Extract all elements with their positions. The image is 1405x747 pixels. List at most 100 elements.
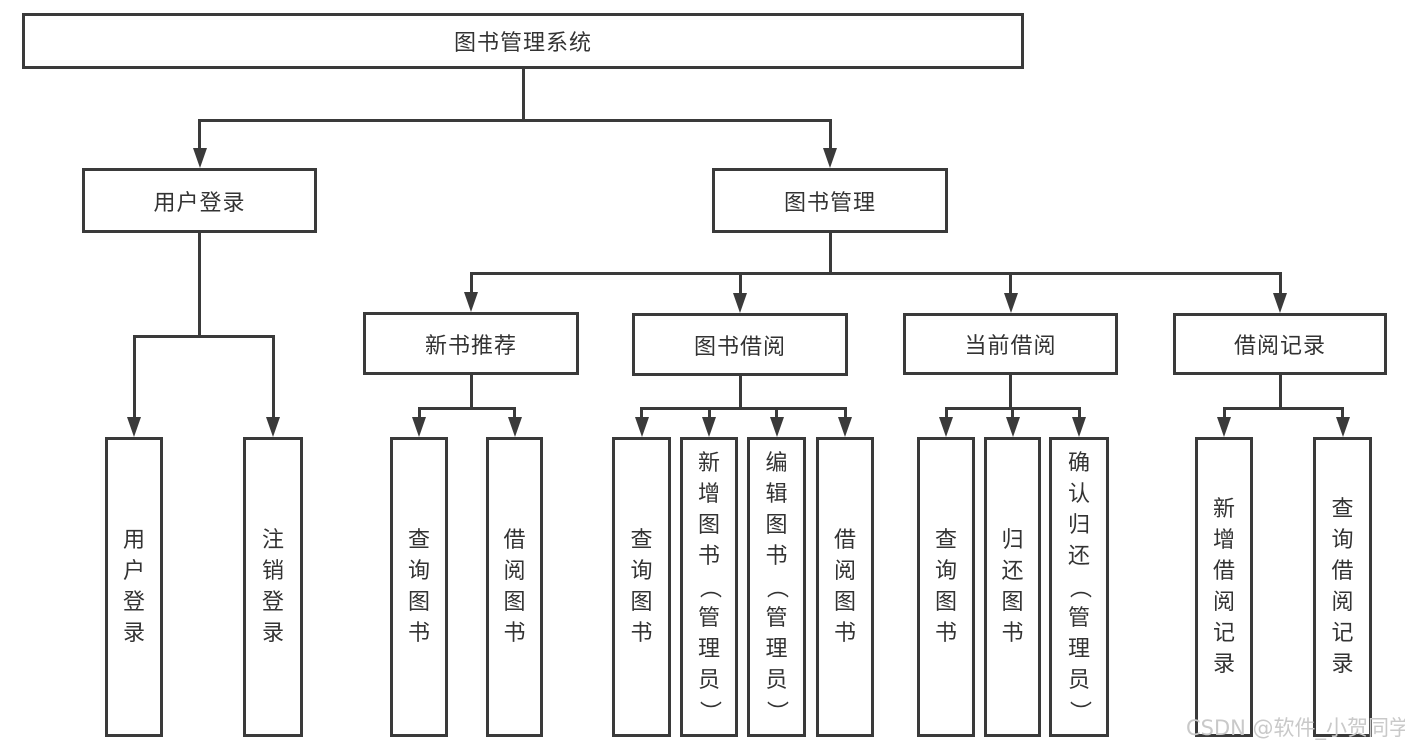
node-label-char: 阅	[1212, 590, 1235, 615]
arrowhead-down-icon	[939, 417, 953, 437]
connector-branch	[417, 407, 516, 410]
connector-drop	[132, 335, 136, 419]
node-label-char: 书	[503, 621, 526, 646]
arrowhead-down-icon	[1217, 417, 1231, 437]
node-label-char: 录	[261, 621, 284, 646]
node-label-char: 书	[630, 621, 653, 646]
connector-drop	[513, 407, 516, 419]
node-leaf-logout: 注销登录	[243, 437, 303, 737]
arrowhead-down-icon	[192, 148, 207, 168]
node-label-char: 图	[833, 590, 856, 615]
node-label-char: 理	[697, 636, 720, 662]
node-label-char: 归	[1067, 512, 1090, 538]
arrowhead-down-icon	[412, 417, 426, 437]
node-label-char: 询	[630, 559, 653, 584]
node-label-char: 员	[1067, 667, 1090, 693]
connector-drop	[1009, 272, 1012, 295]
connector-branch	[469, 272, 1282, 275]
node-label-char: 管	[1067, 605, 1090, 631]
node-label-char: 查	[934, 528, 957, 553]
connector-stem	[521, 69, 525, 122]
connector-stem	[1278, 375, 1282, 410]
node-label-char: 登	[261, 590, 284, 615]
arrowhead-down-icon	[1003, 293, 1018, 313]
arrowhead-down-icon	[464, 292, 478, 312]
node-label-char: 记	[1331, 621, 1354, 646]
node-label-char: ）	[1066, 699, 1092, 723]
arrowhead-down-icon	[127, 417, 141, 437]
node-label-char: 借	[503, 528, 526, 553]
node-label-char: 图	[697, 512, 720, 538]
arrowhead-down-icon	[1005, 417, 1020, 437]
connector-stem	[198, 233, 201, 338]
node-label-char: （	[696, 575, 722, 599]
node-leaf-return-book: 归还图书	[984, 437, 1041, 737]
node-label-char: 记	[1212, 621, 1235, 646]
connector-drop	[944, 407, 948, 419]
node-label-char: 查	[630, 528, 653, 553]
node-label-char: 阅	[1331, 590, 1354, 615]
node-leaf-add-borrow-record: 新增借阅记录	[1195, 437, 1253, 737]
node-label-char: 借	[1331, 559, 1354, 584]
node-leaf-query-book-3: 查询图书	[917, 437, 975, 737]
node-label-char: 图	[765, 512, 788, 538]
node-label-char: 户	[122, 559, 145, 584]
arrowhead-down-icon	[838, 417, 852, 437]
node-label-char: 员	[697, 667, 720, 693]
node-label-char: 增	[697, 481, 720, 507]
node-label-char: 询	[934, 559, 957, 584]
arrowhead-down-icon	[507, 417, 522, 437]
node-label-char: 辑	[765, 481, 788, 507]
node-label-char: 录	[1331, 652, 1354, 677]
connector-drop	[738, 272, 742, 295]
node-borrowing-records: 借阅记录	[1173, 313, 1387, 375]
connector-drop	[469, 272, 473, 294]
connector-drop	[1077, 407, 1081, 419]
node-leaf-borrow-book-1: 借阅图书	[486, 437, 543, 737]
node-label-char: 借	[1212, 559, 1235, 584]
connector-stem	[1009, 375, 1012, 410]
node-label: 图书管理	[783, 190, 876, 216]
arrowhead-down-icon	[823, 148, 837, 168]
connector-drop	[640, 407, 643, 419]
connector-branch	[132, 335, 275, 338]
connector-stem	[469, 375, 473, 410]
connector-drop	[707, 407, 711, 419]
node-label-char: （	[763, 575, 789, 599]
node-label-char: （	[1066, 575, 1092, 599]
node-leaf-confirm-return: 确认归还（管理员）	[1049, 437, 1109, 737]
node-label-char: 用	[122, 528, 145, 553]
node-label-char: 书	[765, 543, 788, 569]
connector-drop	[1222, 407, 1226, 419]
arrowhead-down-icon	[769, 417, 784, 437]
node-label-char: 员	[765, 667, 788, 693]
connector-drop	[1011, 407, 1014, 419]
node-label-char: 销	[261, 559, 284, 584]
node-label-char: 确	[1067, 450, 1090, 476]
node-label-char: 认	[1067, 481, 1090, 507]
node-label-char: 录	[1212, 652, 1235, 677]
node-label-char: 管	[697, 605, 720, 631]
connector-drop	[843, 407, 847, 419]
node-label-char: 查	[407, 528, 430, 553]
node-label-char: 书	[833, 621, 856, 646]
node-label-char: ）	[696, 699, 722, 723]
node-label-char: 书	[407, 621, 430, 646]
node-label-char: 管	[765, 605, 788, 631]
node-label-char: 新	[697, 450, 720, 476]
arrowhead-down-icon	[1273, 293, 1287, 313]
node-label-char: 书	[697, 543, 720, 569]
node-label-char: 询	[407, 559, 430, 584]
arrowhead-down-icon	[1335, 417, 1350, 437]
node-new-book-recommend: 新书推荐	[363, 312, 579, 375]
arrowhead-down-icon	[733, 293, 747, 313]
connector-stem	[738, 376, 742, 410]
node-label-char: 书	[934, 621, 957, 646]
node-label: 借阅记录	[1233, 334, 1326, 359]
node-label: 新书推荐	[424, 333, 517, 359]
node-label: 图书管理系统	[453, 31, 592, 56]
node-label-char: 阅	[503, 559, 526, 584]
node-label-char: 理	[1067, 636, 1090, 662]
connector-drop	[828, 119, 832, 150]
